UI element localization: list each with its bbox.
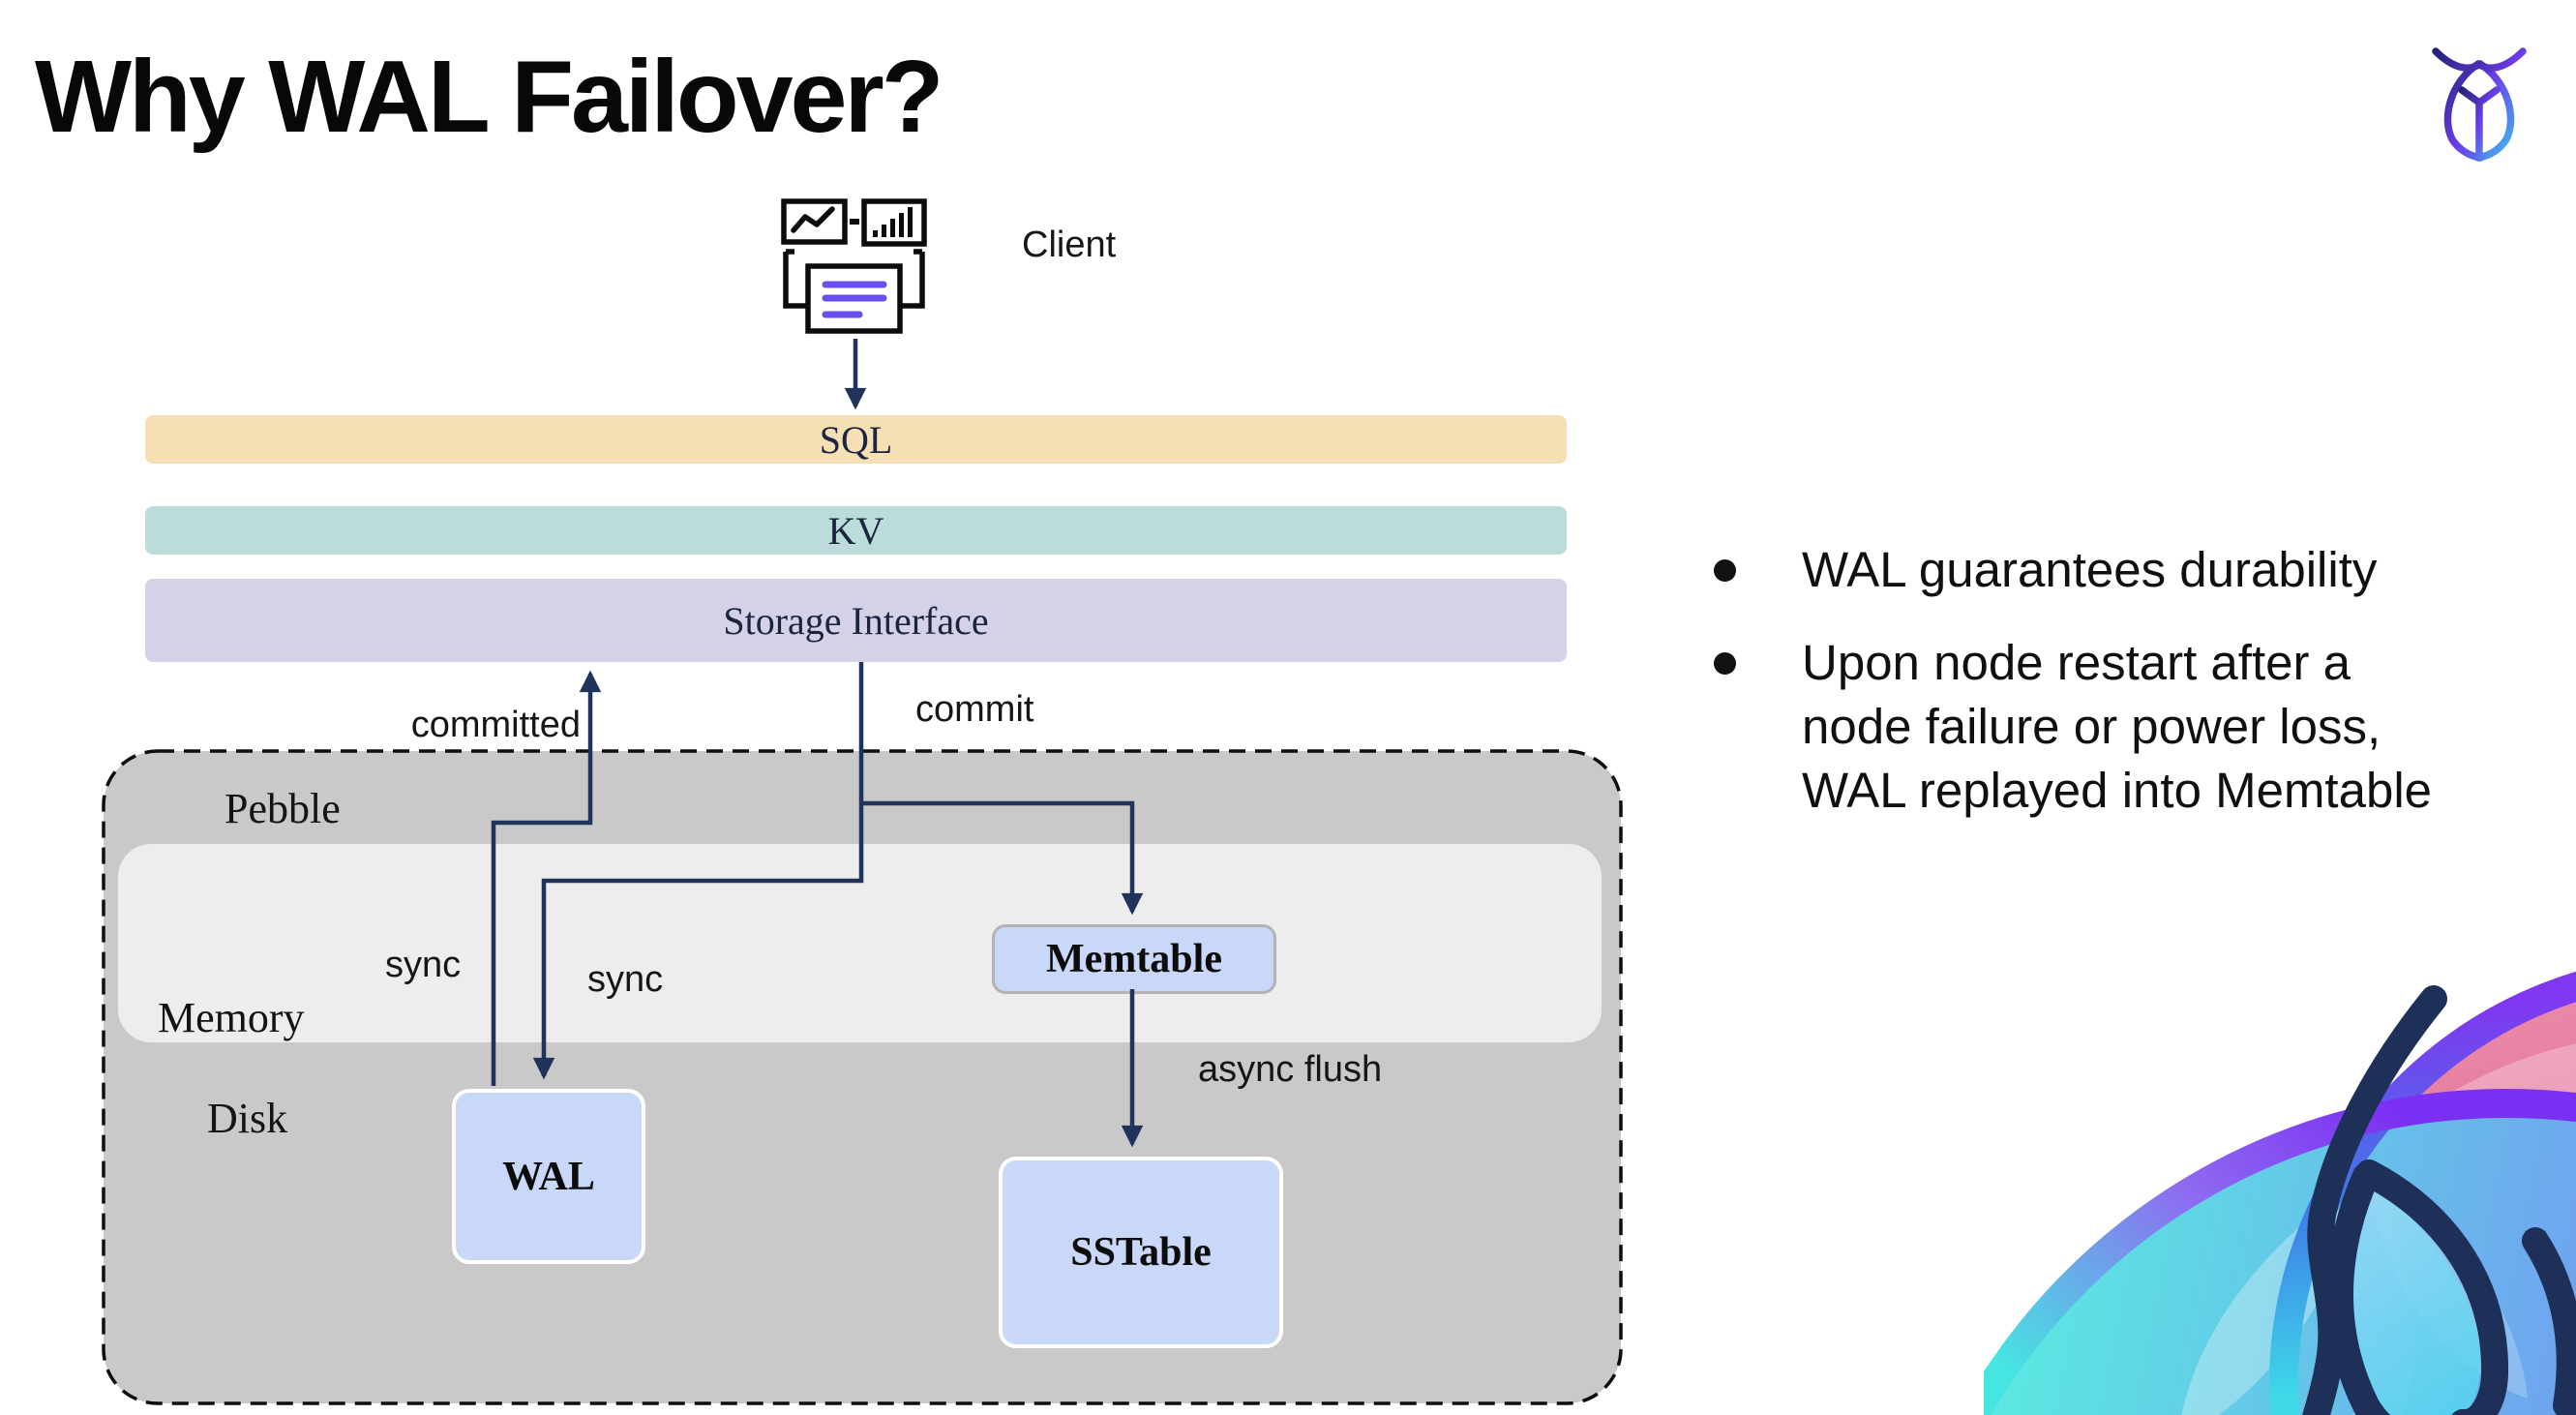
pebble-label: Pebble	[225, 785, 341, 832]
client-devices-icon	[781, 198, 927, 334]
edge-label-commit: commit	[915, 689, 1034, 730]
bullet-1-line-1: WAL guarantees durability	[1802, 542, 2378, 597]
list-item: Upon node restart after a node failure o…	[1714, 631, 2488, 823]
brand-graphic	[1984, 971, 2576, 1415]
layer-bar-sql: SQL	[145, 415, 1567, 464]
sstable-node-label: SSTable	[1070, 1230, 1212, 1275]
list-item: WAL guarantees durability	[1714, 538, 2488, 602]
bullet-list: WAL guarantees durability Upon node rest…	[1714, 538, 2488, 823]
memtable-node-label: Memtable	[1046, 937, 1222, 981]
bullet-2-line-2: node failure or power loss,	[1802, 699, 2381, 754]
bullet-2-line-3: WAL replayed into Memtable	[1802, 763, 2433, 818]
client-label: Client	[1022, 225, 1117, 265]
edge-label-sync-left: sync	[385, 945, 462, 985]
page-title: Why WAL Failover?	[35, 40, 944, 154]
document-lines-glyph	[822, 281, 887, 318]
disk-label: Disk	[207, 1095, 288, 1142]
wal-node-label: WAL	[502, 1154, 595, 1199]
layer-bar-sql-label: SQL	[819, 417, 893, 462]
bar-chart-glyph	[873, 207, 913, 237]
bullet-icon	[1714, 652, 1736, 675]
sstable-node: SSTable	[999, 1157, 1283, 1348]
layer-bar-storage: Storage Interface	[145, 579, 1567, 662]
edge-label-committed: committed	[410, 705, 581, 745]
edge-label-async-flush: async flush	[1198, 1049, 1383, 1090]
wal-node: WAL	[452, 1089, 645, 1264]
bullet-icon	[1714, 559, 1736, 582]
layer-bar-storage-label: Storage Interface	[723, 598, 989, 643]
bullet-2-line-1: Upon node restart after a	[1802, 635, 2351, 690]
memory-band	[118, 844, 1602, 1042]
memory-label: Memory	[158, 994, 305, 1041]
memtable-node: Memtable	[992, 924, 1276, 994]
layer-bar-kv: KV	[145, 506, 1567, 555]
cockroachdb-logo-icon	[2432, 47, 2527, 162]
layer-bar-kv-label: KV	[827, 508, 884, 553]
edge-label-sync-right: sync	[587, 959, 664, 1000]
dash-connector	[850, 219, 859, 225]
